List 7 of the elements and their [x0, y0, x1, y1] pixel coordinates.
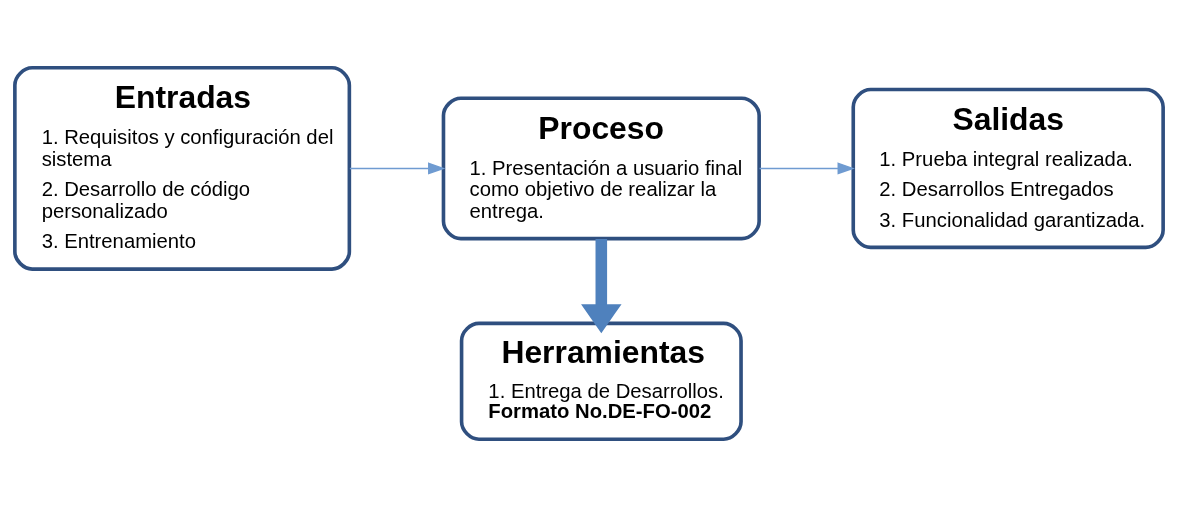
arrow: [758, 161, 855, 175]
node-box: Proceso 1. Presentación a usuario final como objetivo de realizar la entrega.: [441, 95, 761, 240]
node-box: Herramientas 1. Entrega de Desarrollos. Formato No.DE-FO-002: [459, 321, 743, 441]
arrow: [581, 238, 622, 333]
node-box: Entradas 1. Requisitos y configuración del sistema 2. Desarrollo de código personalizado 3. Entrenamiento: [13, 65, 352, 271]
arrow: [349, 161, 446, 175]
node-box: Salidas 1. Prueba integral realizada. 2. Desarrollos Entregados 3. Funcionalidad garantizada.: [851, 87, 1165, 249]
